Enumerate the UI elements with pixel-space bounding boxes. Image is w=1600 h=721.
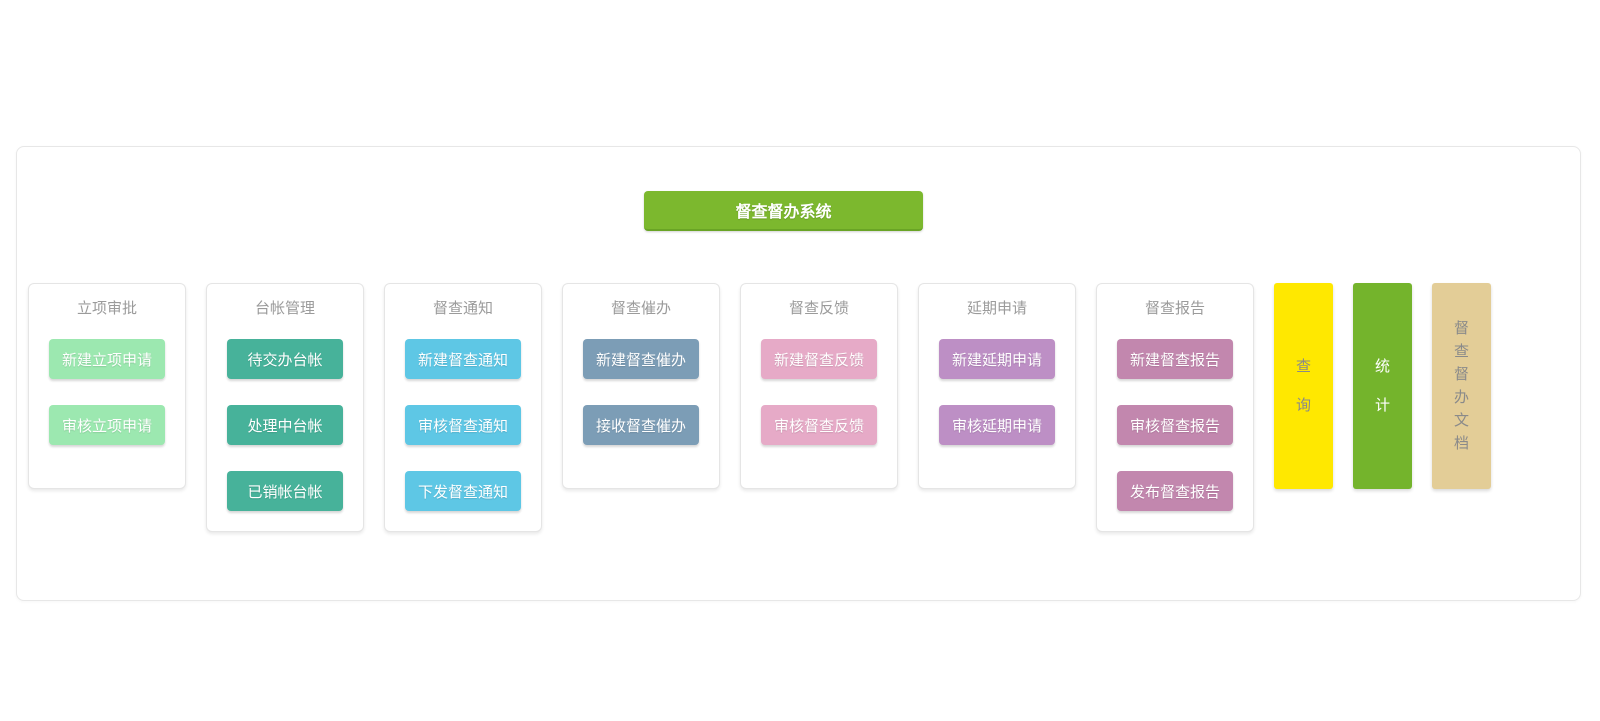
vertical-bar-char: 询	[1295, 397, 1311, 414]
main-panel: 督查督办系统 立项审批新建立项申请审核立项申请台帐管理待交办台帐处理中台帐已销帐…	[16, 146, 1581, 601]
module-button[interactable]: 待交办台帐	[227, 339, 343, 379]
vertical-bar-char: 统	[1374, 358, 1390, 375]
module-button[interactable]: 发布督查报告	[1117, 471, 1233, 511]
module-button[interactable]: 已销帐台帐	[227, 471, 343, 511]
module-title: 立项审批	[76, 300, 137, 317]
documents-bar[interactable]: 督查督办文档	[1432, 283, 1491, 489]
module-title: 台帐管理	[254, 300, 315, 317]
module-card-extension-request: 延期申请新建延期申请审核延期申请	[918, 283, 1076, 489]
module-button[interactable]: 审核督查通知	[405, 405, 521, 445]
module-button[interactable]: 接收督查催办	[583, 405, 699, 445]
module-button[interactable]: 下发督查通知	[405, 471, 521, 511]
module-title: 督查报告	[1144, 300, 1205, 317]
module-button[interactable]: 审核立项申请	[49, 405, 165, 445]
module-title: 延期申请	[966, 300, 1027, 317]
module-button[interactable]: 新建督查报告	[1117, 339, 1233, 379]
module-card-supervision-urge: 督查催办新建督查催办接收督查催办	[562, 283, 720, 489]
statistics-bar[interactable]: 统计	[1353, 283, 1412, 489]
vertical-bar-char: 督	[1453, 366, 1469, 383]
module-card-project-approval: 立项审批新建立项申请审核立项申请	[28, 283, 186, 489]
vertical-bar-char: 计	[1374, 397, 1390, 414]
module-button[interactable]: 处理中台帐	[227, 405, 343, 445]
module-title: 督查反馈	[788, 300, 849, 317]
vertical-bar-char: 档	[1453, 435, 1469, 452]
vertical-bar-char: 文	[1453, 412, 1469, 429]
modules-row: 立项审批新建立项申请审核立项申请台帐管理待交办台帐处理中台帐已销帐台帐督查通知新…	[28, 283, 1491, 532]
vertical-bar-char: 查	[1453, 343, 1469, 360]
module-button[interactable]: 新建督查催办	[583, 339, 699, 379]
module-card-supervision-notice: 督查通知新建督查通知审核督查通知下发督查通知	[384, 283, 542, 532]
query-bar[interactable]: 查询	[1274, 283, 1333, 489]
module-card-supervision-feedback: 督查反馈新建督查反馈审核督查反馈	[740, 283, 898, 489]
vertical-bar-char: 办	[1453, 389, 1469, 406]
vertical-bar-char: 督	[1453, 320, 1469, 337]
module-button[interactable]: 新建立项申请	[49, 339, 165, 379]
module-title: 督查催办	[610, 300, 671, 317]
module-button[interactable]: 新建督查反馈	[761, 339, 877, 379]
module-button[interactable]: 审核督查反馈	[761, 405, 877, 445]
module-button[interactable]: 新建延期申请	[939, 339, 1055, 379]
module-title: 督查通知	[432, 300, 493, 317]
module-button[interactable]: 新建督查通知	[405, 339, 521, 379]
module-button[interactable]: 审核延期申请	[939, 405, 1055, 445]
system-title-button[interactable]: 督查督办系统	[644, 191, 923, 231]
vertical-bar-char: 查	[1295, 358, 1311, 375]
module-card-ledger-management: 台帐管理待交办台帐处理中台帐已销帐台帐	[206, 283, 364, 532]
module-button[interactable]: 审核督查报告	[1117, 405, 1233, 445]
module-card-supervision-report: 督查报告新建督查报告审核督查报告发布督查报告	[1096, 283, 1254, 532]
